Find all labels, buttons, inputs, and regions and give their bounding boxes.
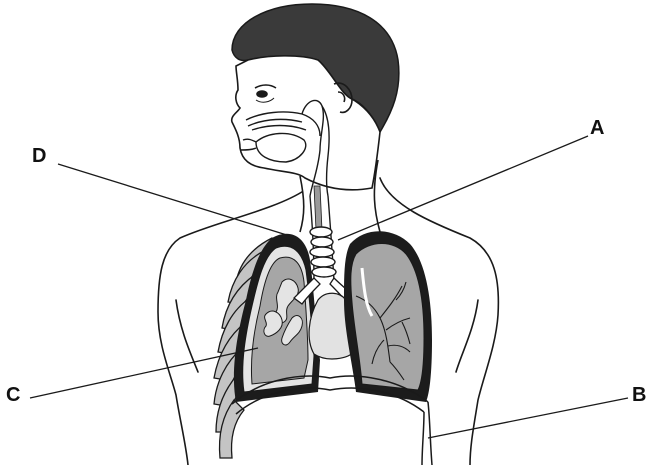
label-d: D <box>32 146 46 166</box>
label-b: B <box>632 385 646 405</box>
leader-line-b <box>428 398 628 438</box>
label-c: C <box>6 385 20 405</box>
label-a: A <box>590 118 604 138</box>
leader-line-d <box>58 164 290 236</box>
